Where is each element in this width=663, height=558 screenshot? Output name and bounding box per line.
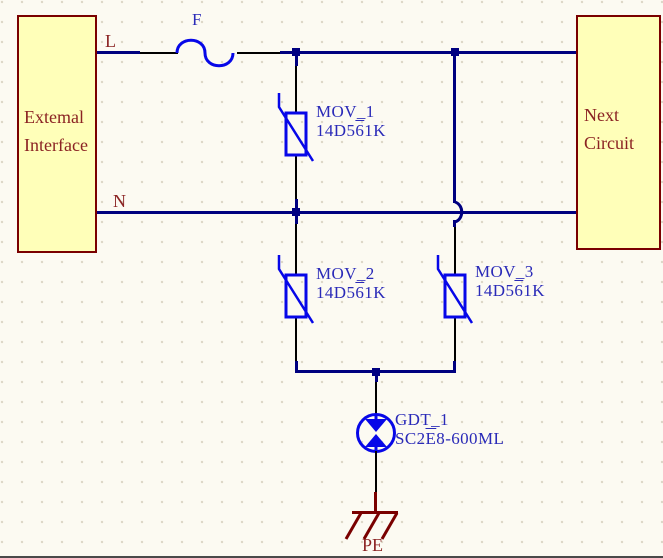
gdt-symbol bbox=[356, 413, 396, 453]
fuse-pin-right bbox=[237, 52, 280, 54]
sheet-symbol-external-interface bbox=[17, 15, 97, 253]
junction-l-mov3 bbox=[451, 48, 459, 56]
mov2-part: 14D561K bbox=[316, 283, 386, 302]
mov1-part: 14D561K bbox=[316, 121, 386, 140]
wire-l-right bbox=[280, 51, 576, 54]
gdt-pin-bottom bbox=[375, 451, 377, 493]
external-interface-line2: Interface bbox=[24, 135, 88, 155]
wire-mov3-bottom-stub bbox=[453, 361, 456, 373]
wire-mov1-bottom-stub bbox=[295, 199, 298, 212]
wire-mov3-vertical bbox=[453, 52, 456, 203]
fuse-pin-left bbox=[140, 52, 178, 54]
gdt-part: SC2E8-600ML bbox=[395, 429, 505, 448]
window-bottom-edge bbox=[0, 556, 663, 558]
gdt-ref: GDT_1 bbox=[395, 410, 449, 429]
wire-l-left bbox=[97, 51, 140, 54]
next-circuit-line2: Circuit bbox=[584, 133, 634, 153]
ground-bar bbox=[352, 511, 398, 514]
junction-rail-gdt bbox=[372, 368, 380, 376]
junction-l-mov1 bbox=[292, 48, 300, 56]
fuse-ref-label: F bbox=[192, 10, 202, 29]
mov2-pin-top bbox=[295, 224, 297, 275]
net-label-l: L bbox=[105, 31, 116, 51]
mov1-pin-top bbox=[295, 66, 297, 113]
mov3-ref: MOV_3 bbox=[475, 262, 534, 281]
next-circuit-line1: Next bbox=[584, 105, 619, 125]
external-interface-line1: Extemal bbox=[24, 107, 84, 127]
mov2-ref: MOV_2 bbox=[316, 264, 375, 283]
varistor-symbol-mov1 bbox=[277, 93, 315, 162]
mov3-pin-bottom bbox=[454, 317, 456, 362]
mov3-part: 14D561K bbox=[475, 281, 545, 300]
mov3-pin-top bbox=[454, 227, 456, 275]
mov2-pin-bottom bbox=[295, 317, 297, 362]
mov1-label: MOV_1 14D561K bbox=[316, 102, 386, 140]
varistor-symbol-mov3 bbox=[436, 255, 474, 324]
sheet-symbol-next-circuit bbox=[576, 15, 661, 250]
wire-mov2-top-stub bbox=[295, 212, 298, 224]
wire-n bbox=[97, 211, 576, 214]
gdt-pin-top bbox=[375, 382, 377, 415]
wire-mov1-top-stub bbox=[295, 52, 298, 66]
mov2-label: MOV_2 14D561K bbox=[316, 264, 386, 302]
net-label-n: N bbox=[113, 191, 126, 211]
net-label-pe: PE bbox=[362, 535, 384, 555]
gdt-label: GDT_1 SC2E8-600ML bbox=[395, 410, 504, 448]
mov1-ref: MOV_1 bbox=[316, 102, 375, 121]
mov1-pin-bottom bbox=[295, 156, 297, 200]
fuse-symbol bbox=[175, 38, 235, 68]
mov3-label: MOV_3 14D561K bbox=[475, 262, 545, 300]
wire-hop-over-n bbox=[454, 200, 464, 224]
pe-wire bbox=[374, 492, 377, 513]
wire-mov3-mid-stub bbox=[453, 220, 456, 227]
varistor-symbol-mov2 bbox=[277, 255, 315, 324]
wire-mov2-bottom-stub bbox=[295, 361, 298, 373]
ground-symbol-hatches bbox=[344, 512, 399, 540]
wire-gdt-stub bbox=[375, 373, 378, 382]
junction-n-mov2 bbox=[292, 208, 300, 216]
